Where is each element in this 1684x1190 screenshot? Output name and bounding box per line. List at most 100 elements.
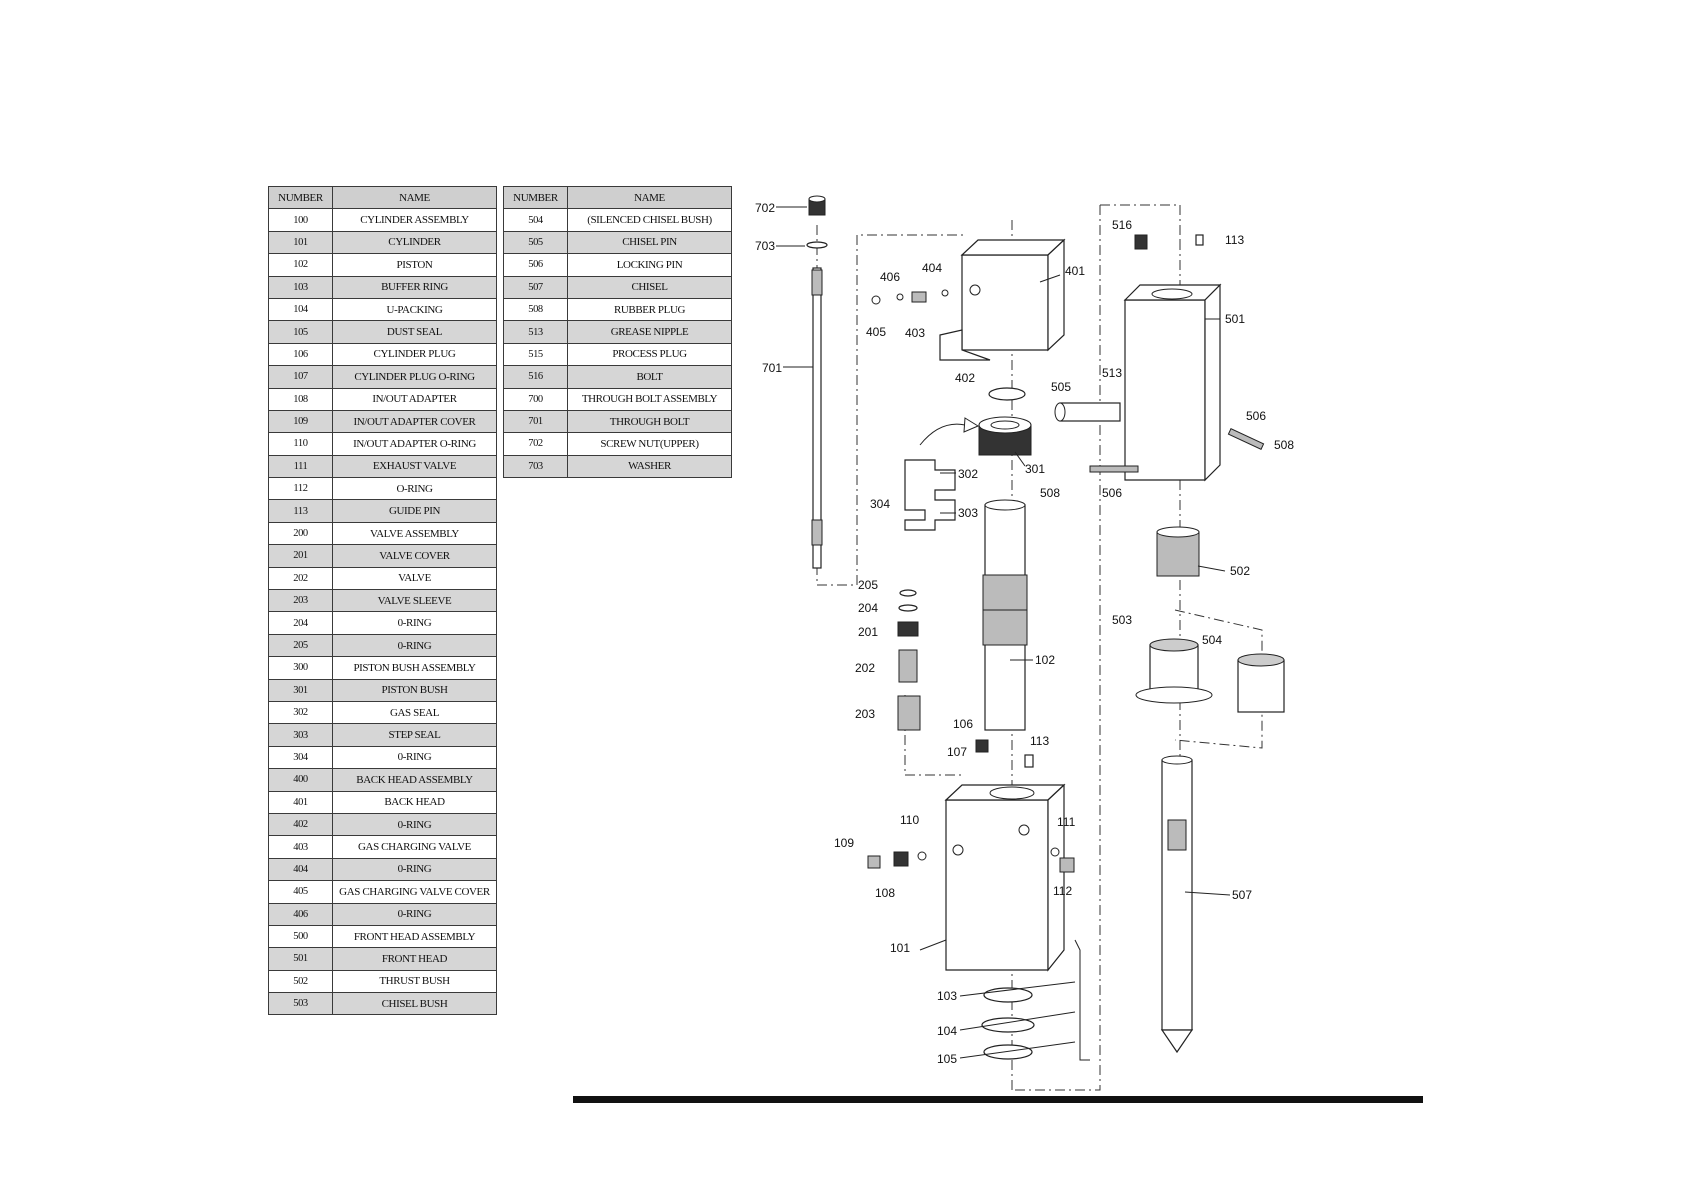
screw-nut-upper — [808, 195, 826, 216]
callout-label: 203 — [855, 707, 875, 721]
part-number-cell: 102 — [268, 253, 333, 277]
chisel-pin — [1054, 402, 1121, 422]
callout-label: 701 — [762, 361, 782, 375]
locking-pin-506 — [1089, 465, 1139, 473]
callout-label: 202 — [855, 661, 875, 675]
part-number-cell: 503 — [268, 992, 333, 1016]
column-header-number: NUMBER — [268, 185, 333, 210]
callout-label: 405 — [866, 325, 886, 339]
callout-label: 513 — [1102, 366, 1122, 380]
exhaust-valve — [1050, 847, 1075, 873]
callout-label: 304 — [870, 497, 890, 511]
callout-label: 204 — [858, 601, 878, 615]
u-packing — [981, 1017, 1035, 1033]
part-name-cell: BACK HEAD ASSEMBLY — [332, 768, 497, 792]
callout-label: 404 — [922, 261, 942, 275]
part-name-cell: BUFFER RING — [332, 275, 497, 299]
part-number-cell: 507 — [503, 275, 568, 299]
front-head — [1123, 283, 1222, 482]
part-number-cell: 700 — [503, 387, 568, 411]
callout-label: 107 — [947, 745, 967, 759]
callout-label: 101 — [890, 941, 910, 955]
part-number-cell: 108 — [268, 387, 333, 411]
valve — [898, 649, 918, 683]
part-name-cell: GREASE NIPPLE — [567, 320, 732, 344]
part-number-cell: 508 — [503, 297, 568, 322]
callout-label: 401 — [1065, 264, 1085, 278]
callout-label: 406 — [880, 270, 900, 284]
part-name-cell: PISTON — [332, 253, 497, 277]
callout-label: 201 — [858, 625, 878, 639]
gas-charging-valve — [871, 289, 949, 305]
part-name-cell: FRONT HEAD ASSEMBLY — [332, 924, 497, 949]
cylinder-plug — [975, 739, 989, 753]
part-number-cell: 111 — [268, 454, 333, 479]
cylinder — [944, 783, 1066, 972]
callout-label: 302 — [958, 467, 978, 481]
part-name-cell: DUST SEAL — [332, 320, 497, 344]
group-frame — [1100, 204, 1181, 240]
o-ring-402 — [988, 387, 1026, 401]
callout-label: 505 — [1051, 380, 1071, 394]
locking-pin — [1227, 428, 1265, 450]
part-number-cell: 406 — [268, 902, 333, 926]
part-number-cell: 200 — [268, 521, 333, 546]
part-name-cell: FRONT HEAD — [332, 947, 497, 971]
callout-label: 516 — [1112, 218, 1132, 232]
part-number-cell: 204 — [268, 611, 333, 635]
part-name-cell: VALVE ASSEMBLY — [332, 521, 497, 546]
part-name-cell: 0-RING — [332, 745, 497, 770]
part-number-cell: 400 — [268, 768, 333, 792]
part-name-cell: THROUGH BOLT ASSEMBLY — [567, 387, 732, 411]
part-name-cell: 0-RING — [332, 857, 497, 882]
washer — [806, 241, 828, 249]
back-head — [939, 238, 1066, 361]
part-name-cell: EXHAUST VALVE — [332, 454, 497, 479]
part-name-cell: IN/OUT ADAPTER O-RING — [332, 432, 497, 456]
part-number-cell: 304 — [268, 745, 333, 770]
part-number-cell: 401 — [268, 790, 333, 814]
part-name-cell: VALVE — [332, 566, 497, 591]
part-name-cell: 0-RING — [332, 611, 497, 635]
callout-label: 403 — [905, 326, 925, 340]
callout-label: 507 — [1232, 888, 1252, 902]
callout-label: 113 — [1030, 734, 1049, 748]
part-name-cell: CYLINDER PLUG O-RING — [332, 365, 497, 389]
valve-cover — [897, 621, 919, 637]
part-number-cell: 300 — [268, 656, 333, 680]
callout-label: 506 — [1246, 409, 1266, 423]
part-name-cell: BOLT — [567, 365, 732, 389]
bottom-rule — [573, 1096, 1423, 1103]
callout-label: 102 — [1035, 653, 1055, 667]
part-name-cell: GAS CHARGING VALVE COVER — [332, 880, 497, 904]
part-number-cell: 504 — [503, 208, 568, 232]
part-number-cell: 106 — [268, 342, 333, 367]
callout-label: 506 — [1102, 486, 1122, 500]
part-number-cell: 505 — [503, 230, 568, 255]
seal-profile — [1074, 939, 1090, 1061]
bolt-516 — [1134, 234, 1148, 250]
part-name-cell: U-PACKING — [332, 297, 497, 322]
part-number-cell: 515 — [503, 342, 568, 367]
through-bolt — [811, 267, 823, 569]
silenced-chisel-bush — [1237, 653, 1285, 713]
